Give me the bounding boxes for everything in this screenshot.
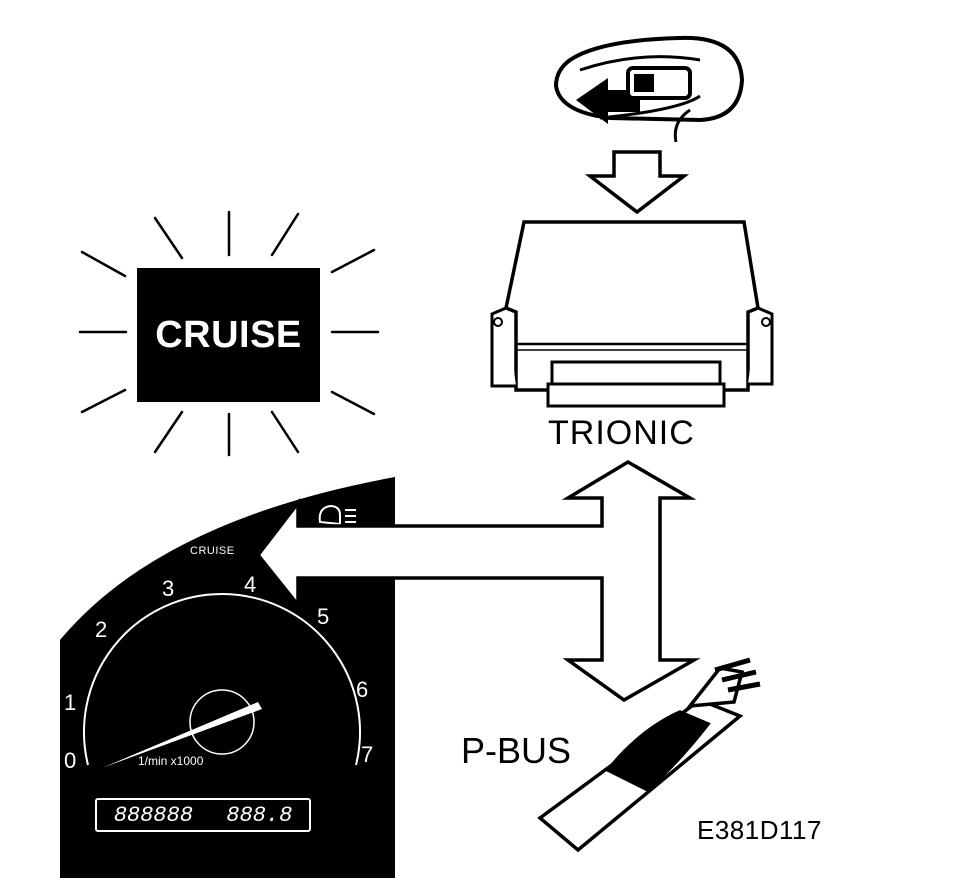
tach-tick-3: 3 <box>162 576 175 601</box>
odometer-display: 888888 888.8 <box>95 798 311 832</box>
p-bus-label: P-BUS <box>461 730 572 771</box>
trionic-label: TRIONIC <box>548 414 695 452</box>
down-arrow-to-ecu <box>584 150 690 215</box>
tach-tick-6: 6 <box>356 677 369 702</box>
tach-tick-5: 5 <box>317 604 330 629</box>
figure-code: E381D117 <box>697 815 822 845</box>
cruise-lamp-label: CRUISE <box>155 313 302 356</box>
cruise-switch-illustration <box>553 35 745 143</box>
tach-tick-7: 7 <box>361 742 374 767</box>
tach-tick-2: 2 <box>95 617 108 642</box>
lamp-warning-icon <box>318 504 356 526</box>
tachometer-hub <box>189 689 255 755</box>
tach-tick-0: 0 <box>64 748 77 773</box>
switch-direction-arrow <box>576 78 640 124</box>
odometer-value: 888888 <box>113 802 193 828</box>
trip-value: 888.8 <box>226 802 293 828</box>
tach-tick-4: 4 <box>244 572 257 597</box>
p-bus-cable <box>537 657 761 853</box>
cruise-lamp <box>137 268 320 402</box>
tachometer-dial-arc <box>83 593 361 766</box>
cluster-cruise-indicator: CRUISE <box>190 545 235 557</box>
tachometer-needle <box>102 702 262 768</box>
tach-tick-1: 1 <box>64 690 77 715</box>
cruise-lamp-rays <box>78 210 380 457</box>
slide-switch-icon <box>626 66 692 100</box>
rpm-unit-label: 1/min x1000 <box>138 754 204 768</box>
trionic-ecu <box>490 220 774 408</box>
bus-communication-arrow <box>255 459 701 703</box>
